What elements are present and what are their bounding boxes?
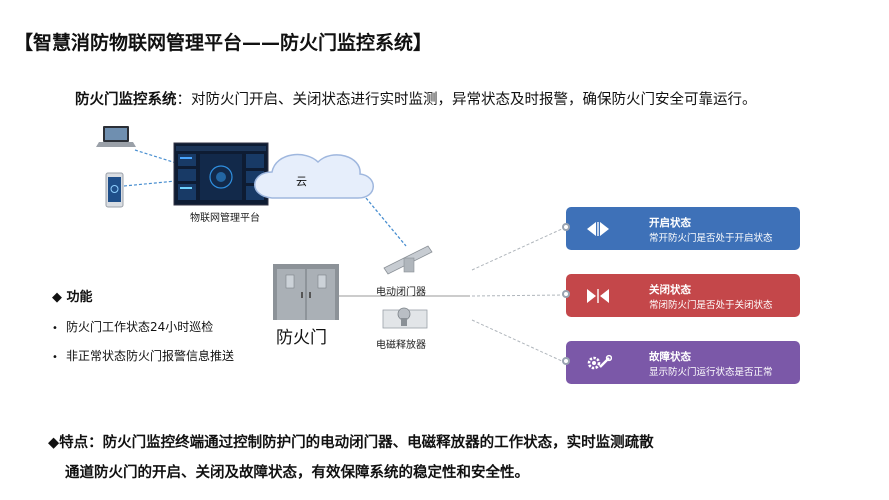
connector-knob-icon bbox=[562, 223, 570, 231]
cloud-closer-link bbox=[365, 197, 407, 247]
status-card-title: 故障状态 bbox=[649, 351, 691, 363]
function-item-text: 非正常状态防火门报警信息推送 bbox=[66, 349, 235, 363]
door-label: 防火门 bbox=[276, 328, 327, 348]
diamond-bullet-icon: ◆ bbox=[52, 290, 67, 305]
status-card-open: 开启状态 常开防火门是否处于开启状态 bbox=[562, 207, 800, 250]
cloud-label: 云 bbox=[296, 175, 307, 188]
card-links bbox=[471, 227, 565, 363]
magnet-label: 电磁释放器 bbox=[376, 340, 426, 351]
door-closer-icon bbox=[383, 245, 433, 275]
closer-label: 电动闭门器 bbox=[376, 287, 426, 298]
intro-text: 防火门监控系统：对防火门开启、关闭状态进行实时监测，异常状态及时报警，确保防火门… bbox=[75, 88, 757, 109]
gear-wrench-icon bbox=[587, 354, 612, 370]
status-card-desc: 显示防火门运行状态是否正常 bbox=[649, 367, 773, 378]
status-card-desc: 常开防火门是否处于开启状态 bbox=[649, 233, 773, 244]
bullet-icon: • bbox=[52, 352, 58, 363]
function-item-2: • 非正常状态防火门报警信息推送 bbox=[52, 347, 234, 364]
fire-door-icon bbox=[273, 264, 339, 320]
platform-label: 物联网管理平台 bbox=[190, 213, 260, 224]
status-card-closed: 关闭状态 常闭防火门是否处于关闭状态 bbox=[562, 274, 800, 317]
bullet-icon: • bbox=[52, 323, 58, 334]
feature-paragraph: ◆特点：防火门监控终端通过控制防护门的电动闭门器、电磁释放器的工作状态，实时监测… bbox=[48, 428, 868, 488]
feature-line-1: ◆特点：防火门监控终端通过控制防护门的电动闭门器、电磁释放器的工作状态，实时监测… bbox=[48, 435, 654, 451]
function-item-text: 防火门工作状态24小时巡检 bbox=[66, 320, 214, 334]
open-arrows-icon bbox=[587, 222, 609, 236]
status-card-fault: 故障状态 显示防火门运行状态是否正常 bbox=[562, 341, 800, 384]
device-links bbox=[123, 149, 177, 187]
close-arrows-icon bbox=[587, 289, 609, 303]
functions-heading-text: 功能 bbox=[66, 290, 93, 305]
laptop-icon bbox=[96, 126, 136, 147]
functions-heading: ◆ 功能 bbox=[52, 286, 93, 305]
connector-knob-icon bbox=[562, 290, 570, 298]
function-item-1: • 防火门工作状态24小时巡检 bbox=[52, 318, 213, 335]
feature-line-2: 通道防火门的开启、关闭及故障状态，有效保障系统的稳定性和安全性。 bbox=[65, 465, 529, 481]
magnetic-release-icon bbox=[382, 307, 428, 329]
intro-lead: 防火门监控系统 bbox=[75, 92, 177, 108]
page-title: 【智慧消防物联网管理平台——防火门监控系统】 bbox=[14, 32, 433, 54]
phone-icon bbox=[105, 172, 124, 208]
status-card-title: 关闭状态 bbox=[649, 284, 691, 296]
intro-body: ：对防火门开启、关闭状态进行实时监测，异常状态及时报警，确保防火门安全可靠运行。 bbox=[176, 92, 757, 108]
dashboard-screen-icon bbox=[173, 142, 269, 206]
cloud-icon bbox=[254, 153, 374, 199]
status-card-desc: 常闭防火门是否处于关闭状态 bbox=[649, 300, 773, 311]
status-card-title: 开启状态 bbox=[649, 217, 691, 229]
connector-knob-icon bbox=[562, 357, 570, 365]
